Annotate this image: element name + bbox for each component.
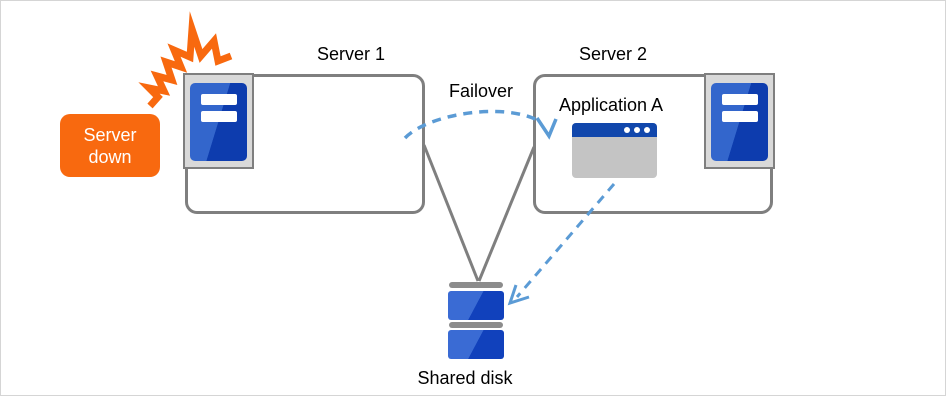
server-down-line1: Server — [83, 124, 137, 145]
server-slot — [201, 94, 237, 105]
server1-label: Server 1 — [316, 44, 386, 64]
disk-cap — [449, 322, 503, 328]
disk-platter — [448, 330, 504, 359]
server1-to-disk-line — [422, 144, 480, 282]
server2-to-disk-line — [477, 146, 536, 282]
server-down-badge: Server down — [60, 114, 160, 177]
server-slot — [201, 111, 237, 122]
disk-cap — [449, 282, 503, 288]
server-slot — [722, 94, 758, 105]
server-down-line2: down — [88, 146, 132, 167]
application-label: Application A — [558, 95, 664, 115]
server-slot — [722, 111, 758, 122]
window-dot — [644, 127, 650, 133]
disk-platter — [448, 291, 504, 320]
server-tower — [711, 83, 768, 161]
server-tower — [190, 83, 247, 161]
server-icon — [704, 73, 775, 169]
window-icon — [572, 123, 657, 178]
failover-arrow — [403, 109, 542, 140]
stacked-disk-icon — [448, 282, 504, 360]
window-dot — [634, 127, 640, 133]
failover-edge-label: Failover — [448, 81, 514, 101]
app-to-disk-arrowhead — [507, 284, 530, 306]
server-icon — [183, 73, 254, 169]
window-dot — [624, 127, 630, 133]
server2-label: Server 2 — [578, 44, 648, 64]
shared-disk-label: Shared disk — [417, 368, 513, 388]
window-titlebar — [572, 123, 657, 137]
